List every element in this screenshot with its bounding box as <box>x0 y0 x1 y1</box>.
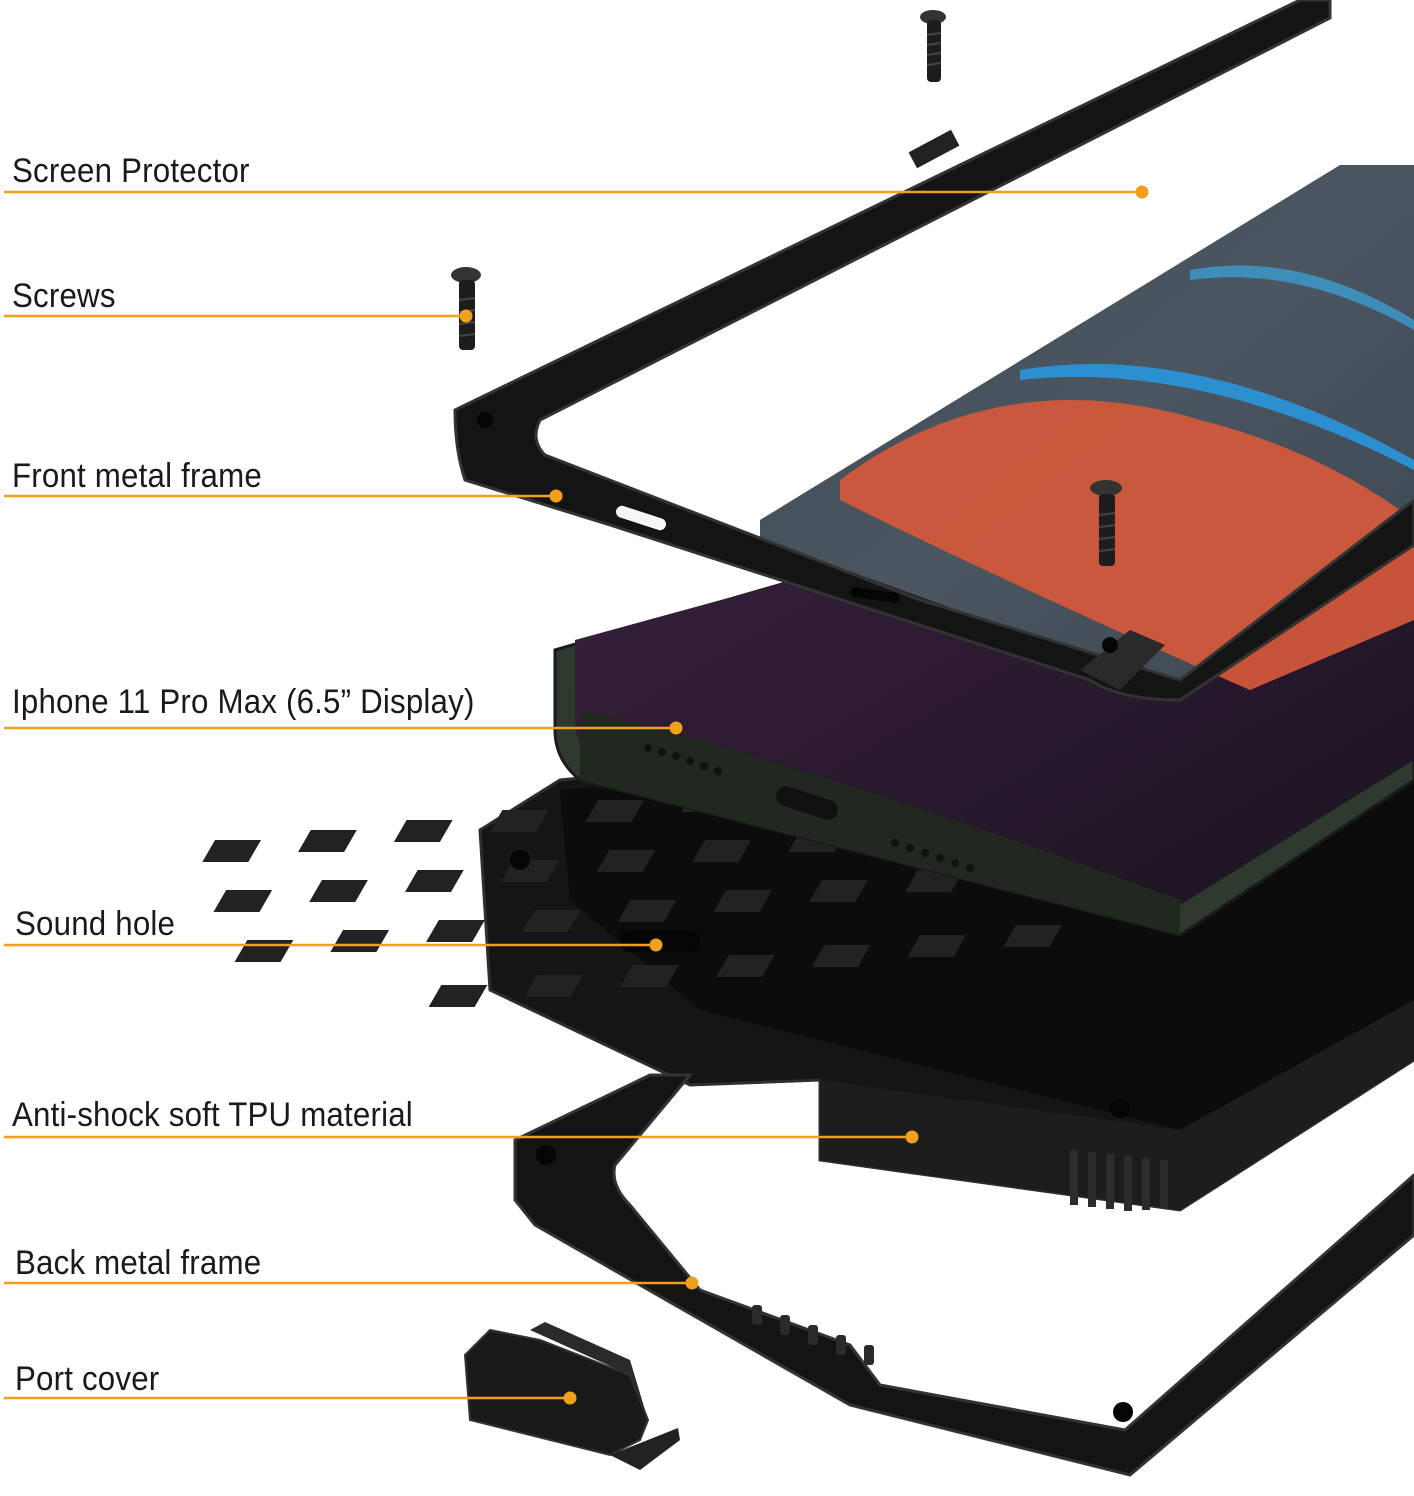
screw-left <box>451 267 481 350</box>
callout-leaders <box>4 185 1149 1405</box>
tpu-screw-hole <box>510 850 530 870</box>
leader-dot-back-metal-frame <box>685 1276 699 1290</box>
leader-dot-screws <box>459 309 473 323</box>
leader-dot-iphone <box>669 721 683 735</box>
back-metal-frame-part <box>513 1073 1414 1477</box>
lightning-port <box>776 786 838 820</box>
label-front-metal-frame: Front metal frame <box>12 457 262 495</box>
leader-dot-screen-protector <box>1135 185 1149 199</box>
screw-center <box>1090 480 1122 566</box>
label-back-metal-frame: Back metal frame <box>15 1244 262 1282</box>
label-port-cover: Port cover <box>15 1360 160 1398</box>
leader-dot-front-metal-frame <box>549 489 563 503</box>
port-cover-part <box>463 1322 680 1470</box>
tpu-screw-hole <box>1110 1098 1130 1118</box>
leader-dot-port-cover <box>563 1391 577 1405</box>
label-sound-hole: Sound hole <box>15 905 176 943</box>
leader-dot-tpu-material <box>905 1130 919 1144</box>
screw-top <box>920 10 946 82</box>
label-screws: Screws <box>12 277 116 315</box>
iphone-speaker-holes <box>644 744 974 872</box>
leader-dot-sound-hole <box>649 938 663 952</box>
back-frame-pins <box>752 1305 874 1365</box>
label-iphone: Iphone 11 Pro Max (6.5” Display) <box>12 683 475 721</box>
front-metal-frame-part <box>453 0 1414 702</box>
tpu-grip-ridges <box>1070 1150 1168 1211</box>
label-screen-protector: Screen Protector <box>12 152 250 190</box>
label-tpu-material: Anti-shock soft TPU material <box>12 1096 413 1134</box>
